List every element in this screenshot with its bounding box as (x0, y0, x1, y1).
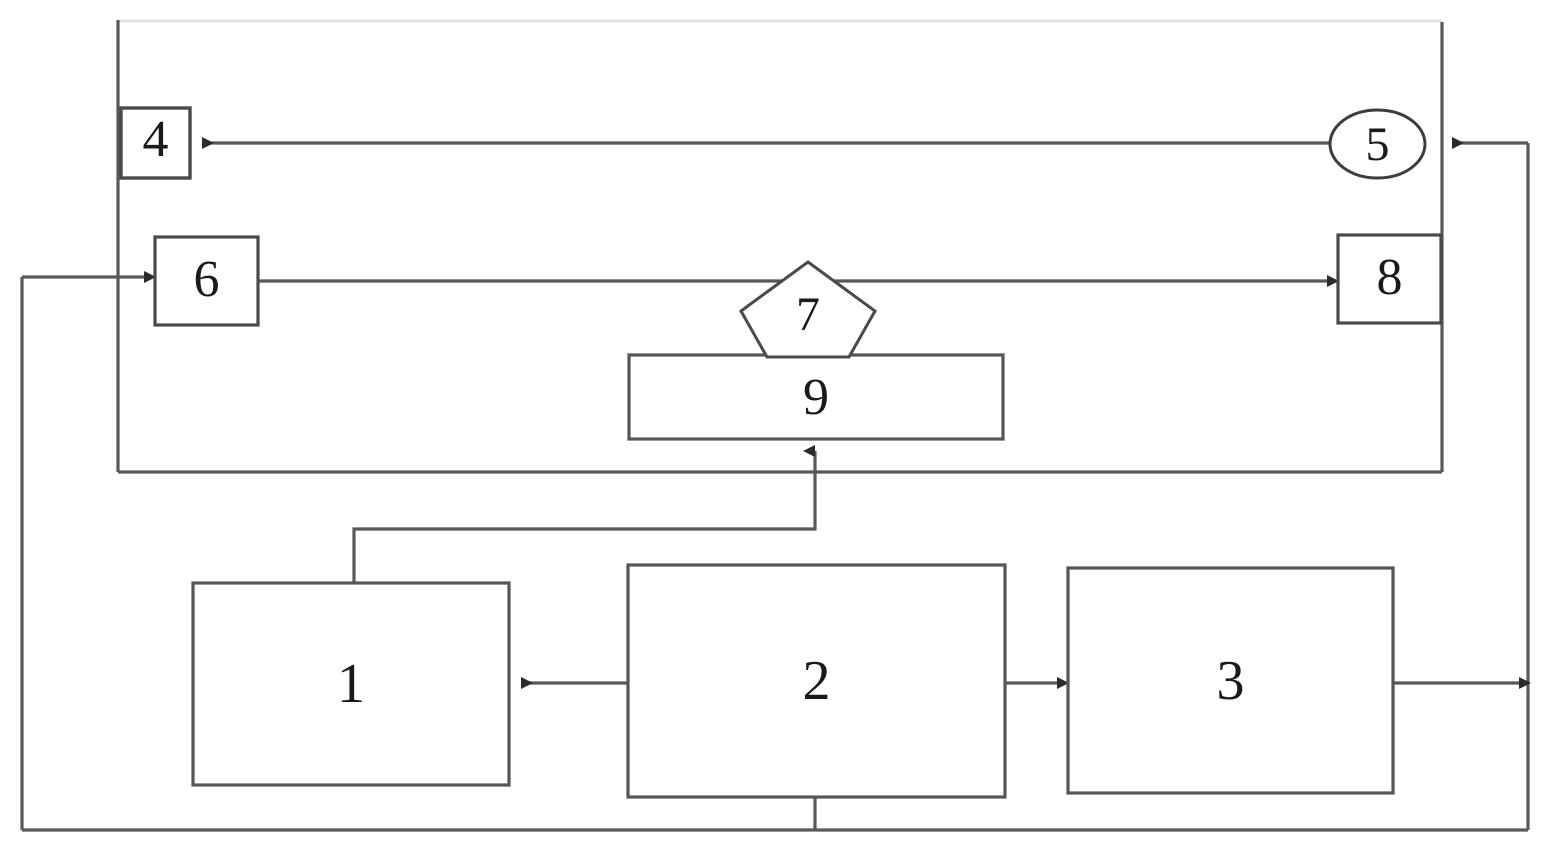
node-7-shape (739, 260, 877, 359)
node-1-shape (191, 581, 511, 787)
node-3-shape (1066, 566, 1395, 795)
node-6-shape (153, 235, 260, 327)
node-8-shape (1336, 233, 1443, 325)
node-5-shape (1328, 108, 1427, 180)
node-4-shape (119, 106, 192, 180)
node-9-shape (627, 353, 1005, 441)
connector-node1-to-node9 (352, 445, 817, 583)
node-2-shape (626, 563, 1007, 799)
